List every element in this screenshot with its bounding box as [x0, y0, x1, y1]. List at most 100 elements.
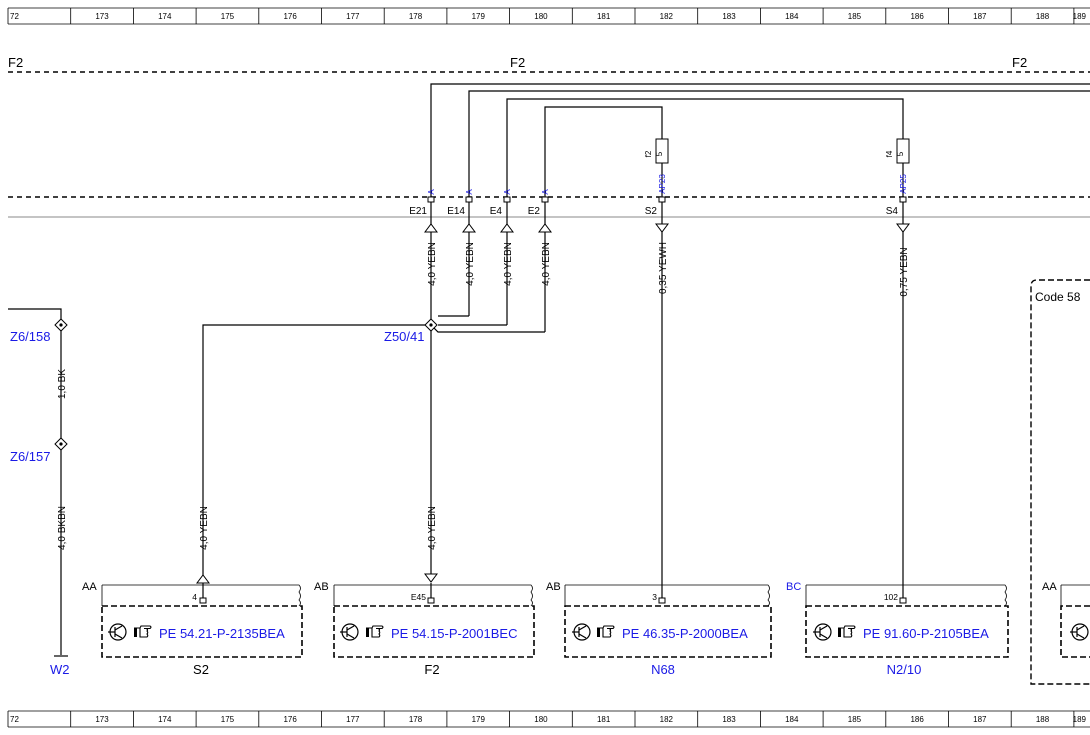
wire-label: 0,75 YEBN [899, 247, 910, 296]
wire-label: 4,0 YEBN [465, 242, 476, 286]
connector-code: AA [1042, 581, 1057, 593]
transistor-icon [108, 623, 127, 641]
pin-number: 4 [192, 592, 197, 602]
bus-label: F2 [8, 55, 23, 70]
ruler-number: 177 [346, 715, 360, 724]
ruler-number: 176 [283, 12, 297, 21]
ruler-number: 183 [722, 715, 736, 724]
terminal-pins: A A A A AP23 AP25 E21 E14 E4 E2 S2 S4 [409, 174, 908, 217]
fuse-f4: f4 5 [885, 138, 910, 164]
code-box: Code 58 [1030, 279, 1090, 685]
fuse-value: 5 [896, 151, 905, 156]
ruler-number: 184 [785, 715, 799, 724]
ruler-number: 186 [910, 12, 924, 21]
component-label[interactable]: N2/10 [887, 662, 922, 677]
splice-z6-158: Z6/158 [10, 318, 68, 344]
ground-label: W2 [50, 662, 70, 677]
pin-number: E45 [411, 592, 426, 602]
pin-label: A [427, 189, 436, 195]
pin-number: 102 [884, 592, 898, 602]
splice-z50-41: Z50/41 [384, 318, 438, 344]
terminal-label: S4 [886, 206, 899, 217]
wire-label: 4,0 YEBN [427, 242, 438, 286]
code-label: Code 58 [1035, 290, 1081, 304]
doc-reference-link[interactable]: PE 91.60-P-2105BEA [863, 626, 989, 641]
ruler-number: 72 [10, 12, 19, 21]
component-f2: AB E45 PE 54.15-P-2001BEC F2 [314, 581, 535, 677]
wire-label: 4,0 YEBN [199, 506, 210, 550]
ruler-number: 182 [660, 12, 674, 21]
pin-label: A [465, 189, 474, 195]
ruler-number: 72 [10, 715, 19, 724]
components: AA 4 PE 54.21-P-2135BEA S2 AB [82, 581, 1090, 677]
terminal-label: S2 [645, 206, 658, 217]
wire-label: 1,0 BK [57, 369, 68, 399]
ruler-number: 185 [848, 715, 862, 724]
connector-strip [8, 196, 1090, 218]
wire-label: 4,0 BKBN [57, 506, 68, 550]
ruler-number: 187 [973, 12, 987, 21]
pointing-hand-icon [134, 625, 152, 638]
splice-z6-157: Z6/157 [10, 437, 68, 464]
ruler-number: 178 [409, 715, 423, 724]
doc-reference-link[interactable]: PE 54.15-P-2001BEC [391, 626, 517, 641]
transistor-icon [340, 623, 359, 641]
ruler-number: 175 [221, 715, 235, 724]
pin-label: A [541, 189, 550, 195]
ruler-number: 174 [158, 12, 172, 21]
doc-reference-link[interactable]: PE 54.21-P-2135BEA [159, 626, 285, 641]
ruler-number: 184 [785, 12, 799, 21]
wire-arrows [196, 223, 910, 584]
ruler-number: 187 [973, 715, 987, 724]
ruler-number: 175 [221, 12, 235, 21]
ruler-number: 173 [95, 12, 109, 21]
ruler-number: 186 [910, 715, 924, 724]
splice-label: Z6/158 [10, 329, 50, 344]
wire-label: 4,0 YEBN [427, 506, 438, 550]
ruler-number: 189 [1073, 715, 1087, 724]
ruler-number: 185 [848, 12, 862, 21]
bus-label: F2 [510, 55, 525, 70]
ruler-number: 179 [472, 12, 486, 21]
bus-label: F2 [1012, 55, 1027, 70]
terminal-label: E4 [490, 206, 503, 217]
component-n68: AB 3 PE 46.35-P-2000BEA N68 [546, 581, 772, 677]
ruler-number: 181 [597, 12, 611, 21]
ruler-number: 179 [472, 715, 486, 724]
terminal-label: E21 [409, 206, 427, 217]
fuse-name: f2 [644, 150, 653, 157]
fuse-name: f4 [885, 150, 894, 157]
component-label: F2 [424, 662, 439, 677]
wire-label: 4,0 YEBN [541, 242, 552, 286]
ruler-number: 183 [722, 12, 736, 21]
ruler-number: 188 [1036, 715, 1050, 724]
splice-label: Z50/41 [384, 329, 424, 344]
ruler-number: 176 [283, 715, 297, 724]
ruler-number: 182 [660, 715, 674, 724]
pin-label: A [503, 189, 512, 195]
connector-code: AB [314, 581, 329, 593]
component-label[interactable]: N68 [651, 662, 675, 677]
pin-label: AP25 [899, 174, 908, 194]
wire-labels: 4,0 YEBN 4,0 YEBN 4,0 YEBN 4,0 YEBN 0,35… [57, 242, 910, 550]
doc-reference-link[interactable]: PE 46.35-P-2000BEA [622, 626, 748, 641]
wire-label: 0,35 YEWH [658, 242, 669, 294]
transistor-icon [1070, 623, 1089, 641]
connector-code: AB [546, 581, 561, 593]
component-n2-10: BC 102 PE 91.60-P-2105BEA N2/10 [786, 581, 1009, 677]
transistor-icon [813, 623, 832, 641]
ruler-number: 189 [1073, 12, 1087, 21]
lower-wires [8, 202, 904, 657]
component-s2: AA 4 PE 54.21-P-2135BEA S2 [82, 581, 303, 677]
splice-label: Z6/157 [10, 449, 50, 464]
feed-lines [430, 83, 1090, 197]
pointing-hand-icon [838, 625, 856, 638]
terminal-label: E14 [447, 206, 465, 217]
ruler-number: 181 [597, 715, 611, 724]
terminal-label: E2 [528, 206, 541, 217]
fuse-f2: f2 5 [644, 138, 669, 164]
connector-code[interactable]: BC [786, 581, 801, 593]
